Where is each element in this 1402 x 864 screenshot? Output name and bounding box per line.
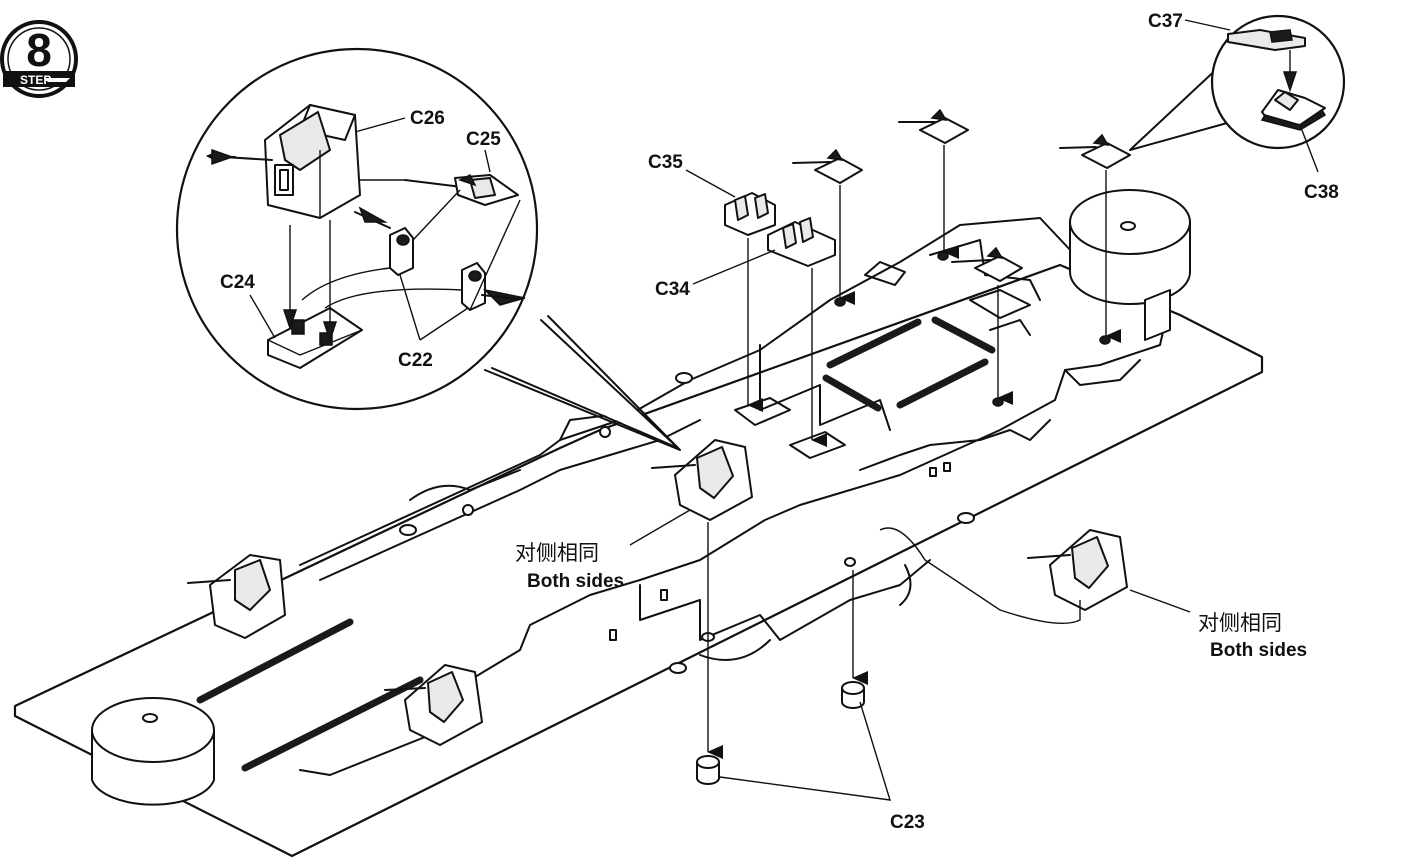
turntable-right (1069, 189, 1191, 341)
small-gun-2 (898, 108, 969, 144)
c35-leader (685, 169, 736, 198)
label-c26: C26 (410, 108, 445, 129)
c34-leader (692, 249, 776, 285)
deck-upper-outline (299, 217, 1171, 776)
turret-left-aft (384, 664, 483, 746)
step-label: STEP (20, 73, 51, 87)
label-c37: C37 (1148, 11, 1183, 32)
part-c37 (1227, 29, 1306, 51)
label-c35: C35 (648, 152, 683, 173)
turret-right (1027, 529, 1128, 611)
install-arrows (707, 145, 1121, 759)
step-number: 8 (26, 24, 52, 76)
turntable-left (91, 697, 215, 806)
detail-callout-left: C26 C25 C24 C22 (175, 47, 681, 451)
small-gun-1 (792, 148, 863, 184)
small-gun-3 (1059, 133, 1131, 169)
label-c23: C23 (890, 812, 925, 833)
c23-leader (719, 701, 891, 801)
turret-center (651, 439, 753, 521)
part-c23-b (841, 681, 865, 709)
part-c26 (264, 104, 361, 219)
part-c34 (767, 217, 836, 267)
part-c25 (404, 173, 519, 206)
part-c35 (724, 192, 776, 236)
note-right-leader (1129, 589, 1191, 613)
label-c22: C22 (398, 350, 433, 371)
small-gun-4 (951, 246, 1023, 282)
note-center-en: Both sides (527, 571, 624, 592)
detail-callout-right: C37 C38 (1129, 11, 1346, 203)
part-c23-a (696, 755, 720, 785)
label-c34: C34 (655, 279, 690, 300)
part-c24 (267, 307, 363, 369)
note-right-zh: 对侧相同 (1198, 611, 1282, 635)
part-c22-a (389, 227, 414, 276)
note-center-leader (629, 509, 691, 546)
turret-left-forward (187, 554, 286, 639)
step-badge: 8 STEP (0, 20, 78, 98)
note-right-curve (879, 527, 1081, 624)
label-c38: C38 (1304, 182, 1339, 203)
note-center-zh: 对侧相同 (515, 541, 599, 565)
part-c22-b (461, 262, 486, 311)
note-right-en: Both sides (1210, 640, 1307, 661)
label-c25: C25 (466, 129, 501, 150)
label-c24: C24 (220, 272, 255, 293)
